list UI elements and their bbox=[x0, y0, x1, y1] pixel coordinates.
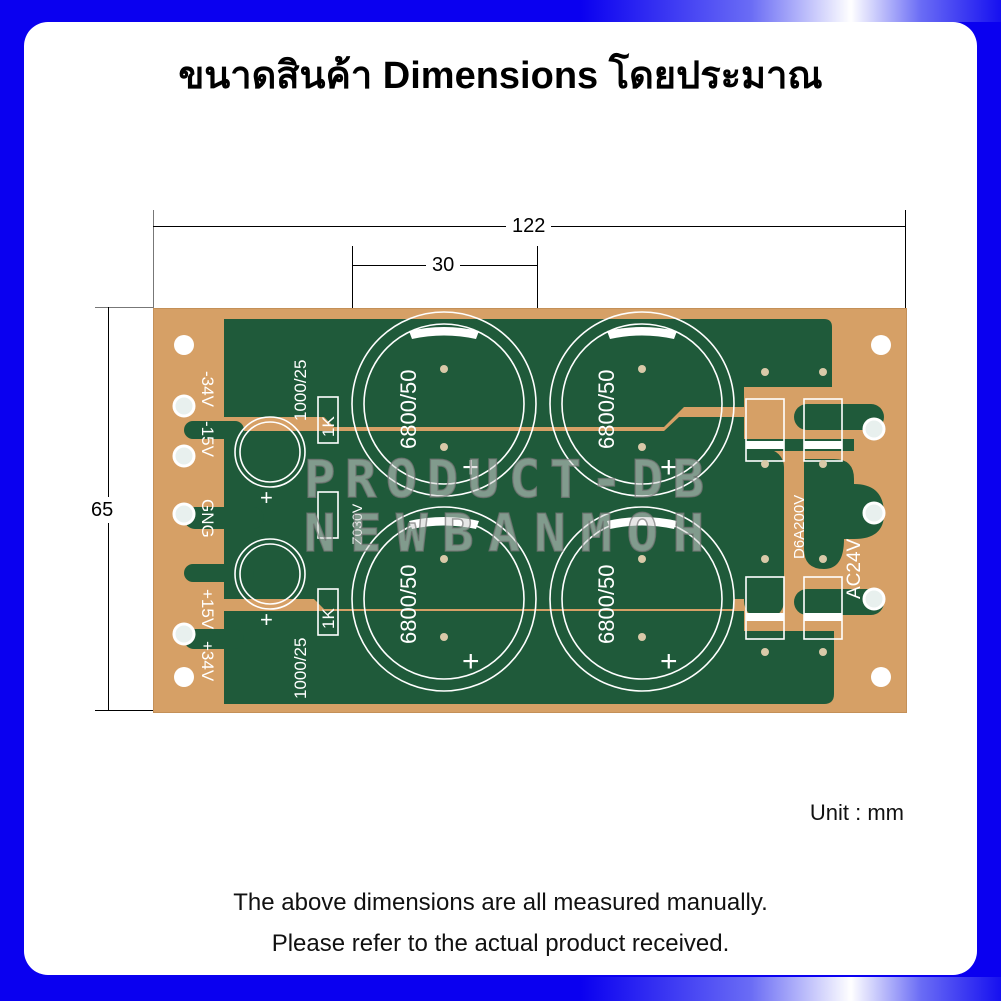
label-res-2: 1K bbox=[319, 608, 338, 629]
label-diodes: D6A200V bbox=[791, 495, 808, 559]
unit-label: Unit : mm bbox=[809, 800, 904, 825]
width-ext-left bbox=[153, 210, 154, 308]
label-zener: Z030V bbox=[349, 503, 365, 545]
label-bigcap-1: 6800/50 bbox=[396, 369, 421, 449]
watermark-line2: NEWBANMOH bbox=[304, 504, 704, 564]
label-pos34v: +34V bbox=[198, 641, 217, 682]
height-ext-bottom bbox=[95, 710, 153, 711]
pcb-artwork: -34V -15V GNG +15V +34V 1000/25 1000/25 … bbox=[172, 311, 891, 704]
page-title: ขนาดสินค้า Dimensions โดยประมาณ bbox=[178, 55, 823, 97]
label-neg15v: -15V bbox=[198, 421, 217, 458]
width-ext-right bbox=[905, 210, 906, 308]
label-cap-small-1: 1000/25 bbox=[291, 360, 310, 421]
label-ac: AC24V bbox=[844, 538, 865, 599]
disclaimer-line-1: The above dimensions are all measured ma… bbox=[233, 889, 768, 916]
label-res-1: 1K bbox=[319, 416, 338, 437]
svg-text:+: + bbox=[660, 451, 678, 484]
svg-text:+: + bbox=[660, 645, 678, 678]
label-neg34v: -34V bbox=[198, 371, 217, 408]
spacing-dim-label: 30 bbox=[426, 254, 461, 276]
svg-text:+: + bbox=[260, 485, 273, 510]
pcb-board: -34V -15V GNG +15V +34V 1000/25 1000/25 … bbox=[153, 308, 907, 713]
label-cap-small-2: 1000/25 bbox=[291, 638, 310, 699]
label-gng: GNG bbox=[198, 499, 217, 538]
disclaimer-line-2: Please refer to the actual product recei… bbox=[271, 930, 730, 957]
svg-text:+: + bbox=[260, 607, 273, 632]
label-pos15v: +15V bbox=[198, 589, 217, 630]
label-bigcap-2: 6800/50 bbox=[594, 369, 619, 449]
height-dim-label: 65 bbox=[89, 497, 116, 523]
width-dim-label: 122 bbox=[506, 215, 552, 237]
height-ext-top bbox=[95, 307, 153, 308]
svg-text:+: + bbox=[462, 451, 480, 484]
label-bigcap-4: 6800/50 bbox=[594, 564, 619, 644]
svg-text:+: + bbox=[462, 645, 480, 678]
label-bigcap-3: 6800/50 bbox=[396, 564, 421, 644]
